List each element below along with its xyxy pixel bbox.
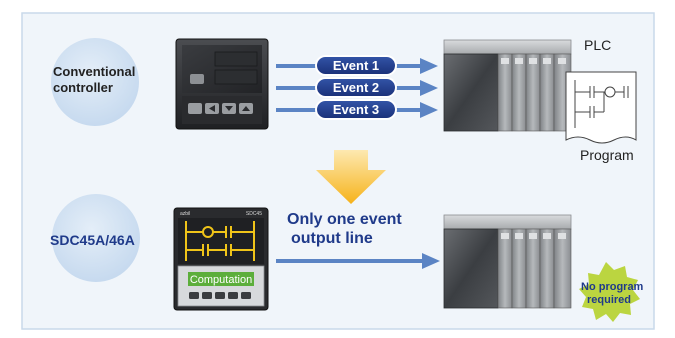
no-program-burst: No program required — [579, 262, 644, 322]
event-pill-3-label: Event 3 — [333, 102, 379, 117]
sdc-label-circle — [52, 194, 140, 282]
ctrl-button-1 — [188, 103, 202, 114]
program-label: Program — [580, 147, 634, 163]
plc-unit-bottom — [443, 214, 572, 309]
single-output-note-line2: output line — [291, 230, 373, 247]
conventional-label-line1: Conventional — [53, 64, 135, 79]
single-output-note-line1: Only one event — [287, 211, 402, 228]
no-program-line2: required — [587, 294, 631, 306]
bottom-row: SDC45A/46A azbil SDC45 — [50, 194, 644, 322]
computation-badge — [188, 272, 254, 286]
event-pill-1: Event 1 — [315, 55, 397, 76]
event-pill-2: Event 2 — [315, 77, 397, 98]
conventional-label-line2: controller — [53, 80, 113, 95]
no-program-line1: No program — [581, 281, 644, 293]
event-pill-1-label: Event 1 — [333, 58, 379, 73]
event-pill-3: Event 3 — [315, 99, 397, 120]
plc-label: PLC — [584, 37, 611, 53]
ladder-logic-graphic — [185, 221, 255, 261]
sdc45-device: azbil SDC45 Comput — [173, 207, 269, 311]
computation-badge-label: Computation — [190, 274, 252, 286]
single-output-arrow — [276, 253, 440, 269]
event-pill-2-label: Event 2 — [333, 80, 379, 95]
conventional-controller-device — [175, 38, 269, 130]
sdc-device-logo: azbil — [180, 211, 190, 217]
program-document-icon — [565, 71, 637, 144]
plc-unit-top — [443, 39, 572, 132]
top-row: Conventional controller — [51, 37, 637, 163]
sdc-model-label: SDC45A/46A — [50, 232, 135, 248]
sdc-device-model-tag: SDC45 — [246, 211, 262, 217]
sdc-device-keys — [189, 292, 251, 299]
conventional-label-circle — [51, 38, 139, 126]
down-arrow — [316, 150, 386, 204]
